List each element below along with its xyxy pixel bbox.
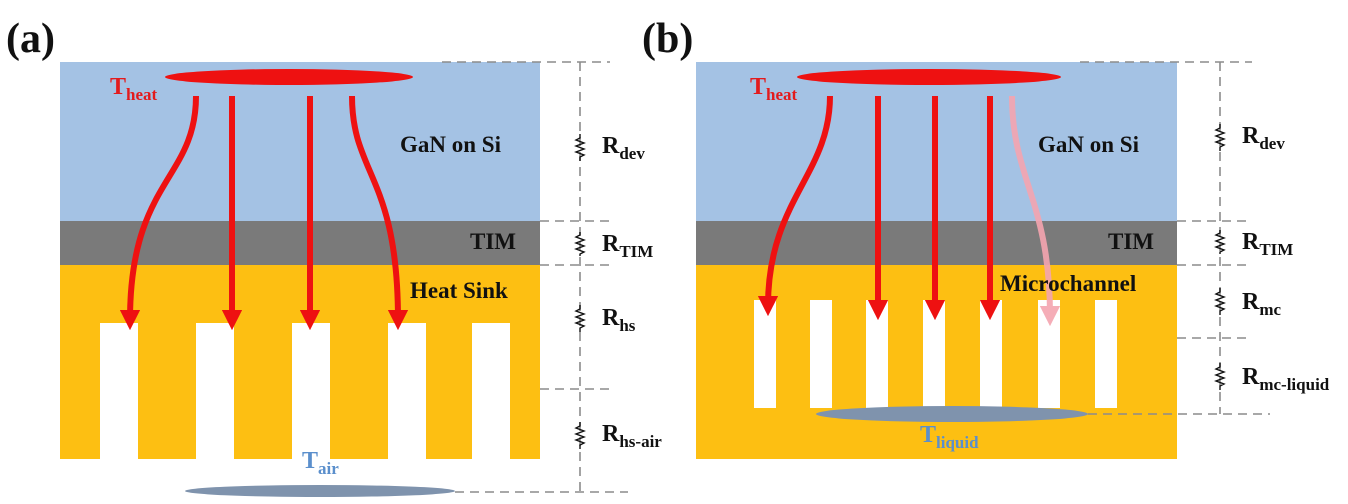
resistance-network [442,61,628,493]
resistor-symbols [574,134,586,449]
heat-sink-fin-gaps [100,323,510,465]
r-tim-label: RTIM [1242,229,1293,259]
device-layer [60,62,540,221]
heat-flow-arrows [757,95,1001,321]
microchannel-label: Microchannel [1000,271,1136,296]
tim-layer-label: TIM [470,229,516,254]
r-dev-label: Rdev [1242,123,1285,153]
panel-b-label: (b) [642,16,693,62]
panel-a-label: (a) [6,16,55,62]
r-hs-label: Rhs [602,305,636,335]
resistance-network [1080,61,1270,415]
ambient-liquid-ellipse [816,406,1088,422]
t-liquid-label: Tliquid [920,422,979,452]
r-mc-label: Rmc [1242,289,1282,319]
r-hs-air-label: Rhs-air [602,421,662,451]
microchannel-gaps [754,300,1117,408]
r-dev-label: Rdev [602,133,645,163]
heat-flow-arrow-faded [1009,95,1061,327]
tim-layer-label: TIM [1108,229,1154,254]
t-air-label: Tair [302,448,339,478]
device-layer-label: GaN on Si [400,132,502,157]
panel-b: (b) Theat GaN on Si TIM Microchannel Tli… [642,16,1330,459]
heat-source-ellipse [165,69,413,85]
r-tim-label: RTIM [602,231,653,261]
panel-a: (a) Theat GaN on Si TIM Heat Sink Tair [6,16,662,497]
t-heat-label: Theat [750,74,798,104]
ambient-air-ellipse [185,485,455,497]
t-heat-label: Theat [110,74,158,104]
heat-sink-label: Heat Sink [410,278,508,303]
tim-layer [60,221,540,265]
r-mc-liquid-label: Rmc-liquid [1242,364,1330,394]
resistor-symbols [1214,124,1226,390]
device-layer-label: GaN on Si [1038,132,1140,157]
heat-source-ellipse [797,69,1061,85]
heat-flow-arrows [119,95,409,331]
